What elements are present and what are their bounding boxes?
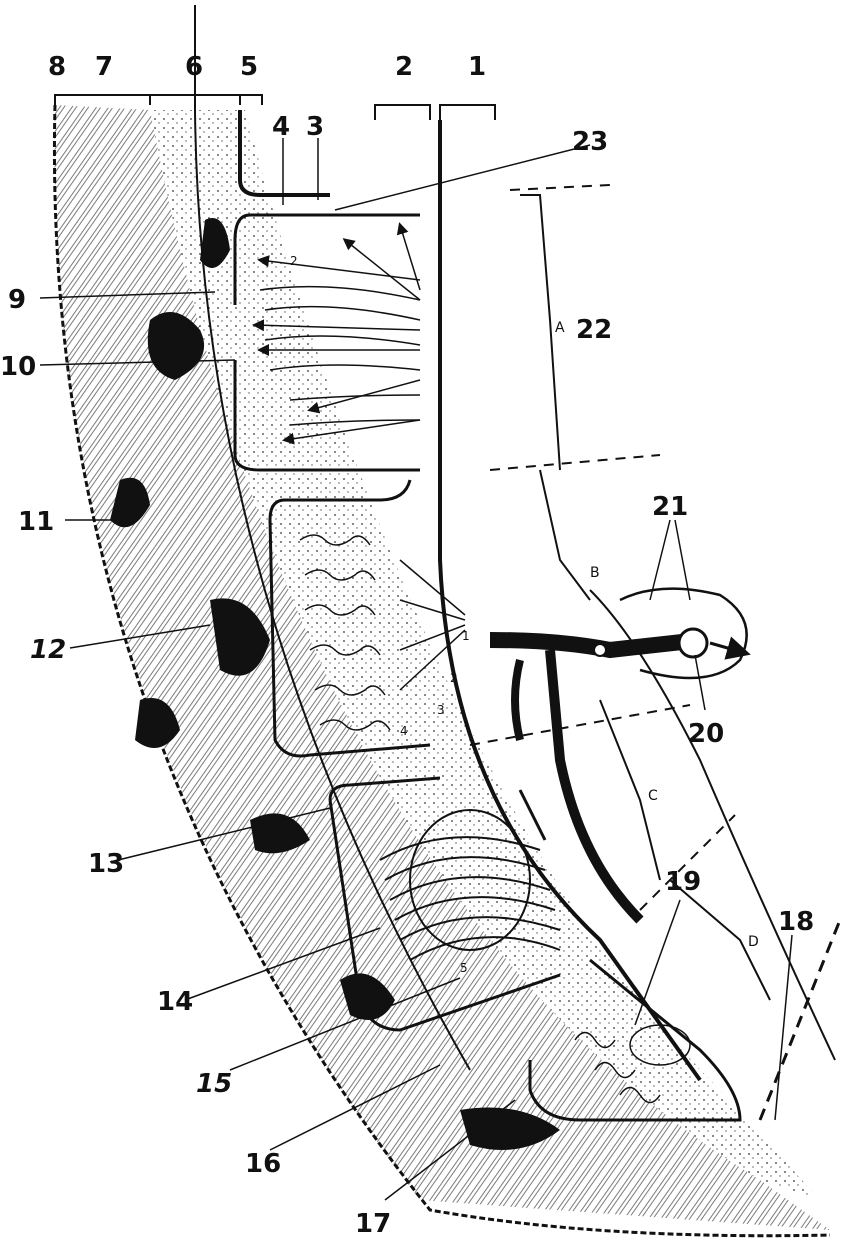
stippled-zone: [150, 110, 820, 1200]
label-5: 5: [240, 52, 258, 82]
compartment-A: [233, 213, 420, 472]
label-19: 19: [665, 867, 701, 897]
nerve-trunk-branch: [545, 649, 644, 924]
compartment-D: [528, 958, 742, 1122]
exit-arrow: [709, 636, 751, 660]
region-brackets: [469, 184, 842, 1121]
label-11: 11: [18, 507, 54, 537]
label-2: 2: [395, 52, 413, 82]
region-letters: A B C D: [555, 320, 759, 950]
inner-1: 1: [462, 629, 470, 643]
wall-5: [238, 110, 330, 197]
region-B: B: [590, 565, 600, 581]
compartment-C-fibers: [379, 809, 561, 961]
wall-1: [438, 120, 702, 1082]
compartment-B-dendrites: [299, 534, 466, 731]
outer-cortex-band: [54, 105, 831, 1230]
region-C: C: [648, 788, 658, 804]
label-10: 10: [0, 352, 36, 382]
inner-5: 5: [460, 961, 468, 975]
label-20: 20: [688, 719, 724, 749]
label-16: 16: [245, 1149, 281, 1179]
label-22: 22: [576, 315, 612, 345]
label-23: 23: [572, 127, 608, 157]
nerve-opening: [677, 627, 709, 659]
compartment-B: [268, 479, 431, 758]
compartment-A-fibers: [252, 222, 421, 445]
region-A: A: [555, 320, 565, 336]
label-7: 7: [95, 52, 113, 82]
leader-lines: [39, 138, 793, 1201]
inner-2b: 2: [290, 254, 298, 268]
label-1: 1: [468, 52, 486, 82]
compartment-C: [328, 776, 561, 1032]
inner-4: 4: [400, 724, 408, 738]
label-13: 13: [88, 849, 124, 879]
label-9: 9: [8, 285, 26, 315]
label-12: 12: [30, 635, 66, 665]
inner-3: 3: [437, 703, 445, 717]
label-15: 15: [196, 1069, 232, 1099]
label-8: 8: [48, 52, 66, 82]
vertical-line-6: [194, 5, 471, 1071]
label-3: 3: [306, 112, 324, 142]
compartment-D-dendrites: [574, 1024, 691, 1104]
label-18: 18: [778, 907, 814, 937]
label-6: 6: [185, 52, 203, 82]
vessel-blobs: [110, 218, 560, 1150]
column-brackets: [54, 94, 496, 120]
label-4: 4: [272, 112, 290, 142]
label-14: 14: [157, 987, 193, 1017]
number-labels: 1 2 3 4 5 6 7 8 9 10 11 12 13 14 15 16 1…: [0, 52, 814, 1239]
region-D: D: [748, 934, 759, 950]
label-21: 21: [652, 492, 688, 522]
nerve-trunk-branch-2: [511, 659, 524, 741]
label-17: 17: [355, 1209, 391, 1239]
inner-numbers: 1 2 3 4 5 2: [290, 254, 470, 975]
inner-2: 2: [450, 671, 458, 685]
